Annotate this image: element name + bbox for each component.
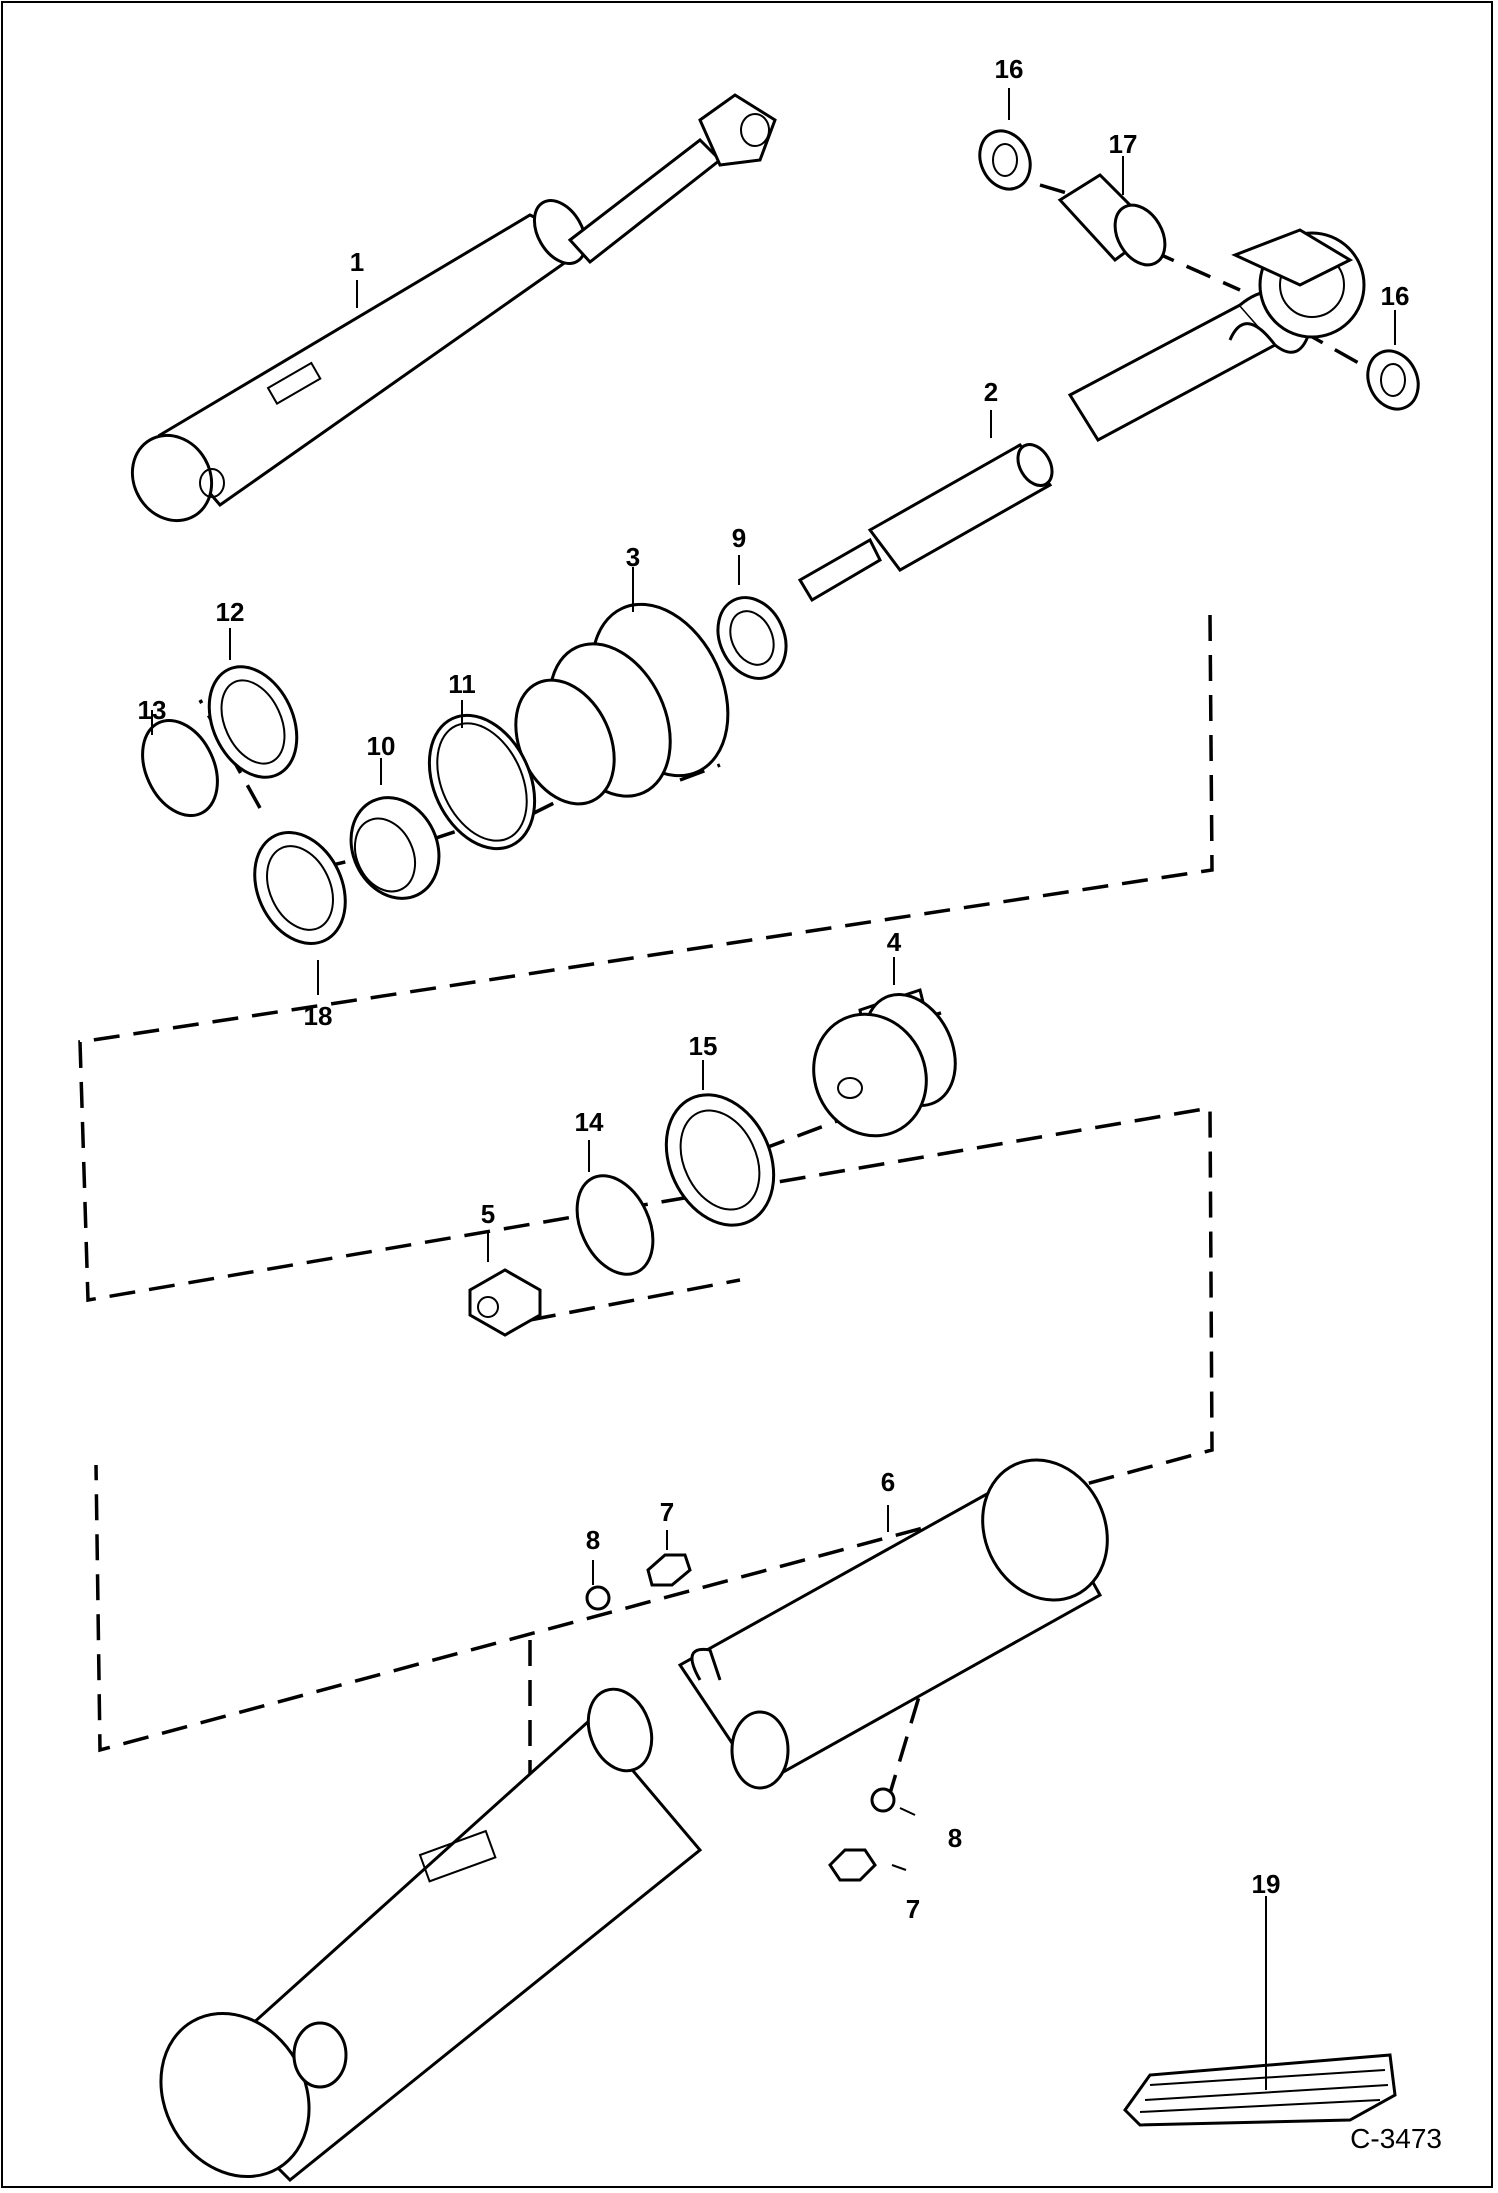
callout-7-bottom: 7: [905, 1894, 921, 1924]
part-7-fitting-top: [646, 1553, 692, 1587]
part-2-rod: [797, 228, 1366, 603]
part-6-barrel: [159, 1458, 1109, 2183]
callout-7-top: 7: [659, 1497, 675, 1527]
figure-id: C-3473: [1350, 2123, 1442, 2154]
callout-16-right: 16: [1380, 281, 1410, 311]
part-5-nut: [468, 1268, 542, 1337]
callout-10: 10: [366, 731, 396, 761]
part-3-gland: [514, 602, 730, 806]
part-12-washer: [207, 665, 299, 779]
part-4-piston: [812, 988, 957, 1138]
part-14-ring: [575, 1174, 655, 1276]
callout-12: 12: [215, 597, 245, 627]
part-10-seal: [349, 796, 441, 900]
part-8-o-ring-bottom: [870, 1787, 896, 1813]
part-8-o-ring-top: [585, 1585, 611, 1611]
part-16-washer-right: [1366, 349, 1420, 411]
part-7-fitting-bottom: [828, 1848, 877, 1882]
callout-3: 3: [625, 542, 641, 572]
callout-leader-lines: [151, 88, 1396, 2090]
part-16-washer-top: [978, 129, 1032, 191]
callout-17: 17: [1108, 129, 1138, 159]
callout-2: 2: [983, 377, 999, 407]
part-1-cylinder-assembly: [130, 93, 777, 523]
callout-18: 18: [303, 1001, 333, 1031]
callout-6: 6: [880, 1467, 896, 1497]
callout-9: 9: [731, 523, 747, 553]
callout-8-top: 8: [585, 1525, 601, 1555]
part-13-snap-ring: [141, 718, 219, 818]
callout-19: 19: [1251, 1869, 1281, 1899]
callout-11: 11: [448, 669, 476, 699]
part-19-decal: [1123, 2053, 1397, 2127]
part-18-washer: [253, 831, 347, 945]
callout-5: 5: [480, 1199, 496, 1229]
callout-13: 13: [137, 695, 167, 725]
callout-14: 14: [574, 1107, 604, 1137]
part-15-seal: [664, 1093, 776, 1227]
callout-16-top: 16: [994, 54, 1024, 84]
callout-1: 1: [349, 247, 365, 277]
callout-15: 15: [688, 1031, 718, 1061]
callout-8-bottom: 8: [947, 1823, 963, 1853]
callout-4: 4: [886, 927, 902, 957]
part-17-bushing: [1057, 173, 1167, 267]
